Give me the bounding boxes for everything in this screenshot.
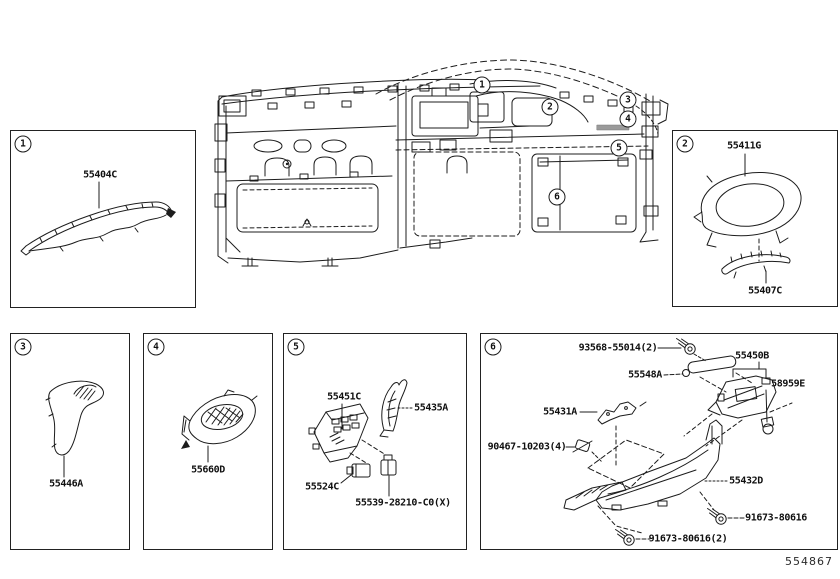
detail-box-6: [480, 333, 838, 550]
part-label-55435A[interactable]: 55435A: [414, 402, 448, 414]
part-label-55432D[interactable]: 55432D: [729, 475, 763, 487]
part-label-55411G[interactable]: 55411G: [727, 140, 761, 152]
main-callout-5[interactable]: 5: [610, 139, 628, 157]
part-sketch-55660D: [181, 389, 258, 463]
part-label-90467-10203[interactable]: 90467-10203(4): [487, 441, 567, 453]
instrument-panel-drawing: [214, 59, 669, 267]
part-label-55404C[interactable]: 55404C: [83, 169, 117, 181]
part-label-91673-80616-2[interactable]: 91673-80616(2): [648, 533, 728, 545]
main-callout-3[interactable]: 3: [619, 91, 637, 109]
detail-box-3: [10, 333, 130, 550]
part-label-55548A[interactable]: 55548A: [628, 369, 662, 381]
part-label-55524C[interactable]: 55524C: [305, 481, 339, 493]
detail-box-4: [143, 333, 273, 550]
detail-box-1: [10, 130, 196, 308]
box-number-1: 1: [14, 135, 32, 153]
main-callout-6[interactable]: 6: [548, 188, 566, 206]
box-number-2: 2: [676, 135, 694, 153]
main-callout-4[interactable]: 4: [619, 110, 637, 128]
part-sketch-55411G-55407C: [693, 153, 802, 284]
part-label-55446A[interactable]: 55446A: [49, 478, 83, 490]
part-sketch-glovebox-group: [563, 338, 793, 546]
part-label-55407C[interactable]: 55407C: [748, 285, 782, 297]
detail-box-5: [283, 333, 467, 550]
part-sketch-55404C: [20, 181, 176, 256]
part-label-58959E[interactable]: 58959E: [771, 378, 805, 390]
part-label-55660D[interactable]: 55660D: [191, 464, 225, 476]
part-label-55451C[interactable]: 55451C: [327, 391, 361, 403]
main-callout-2[interactable]: 2: [541, 98, 559, 116]
box-number-3: 3: [14, 338, 32, 356]
part-label-55450B[interactable]: 55450B: [735, 350, 769, 362]
part-sketch-55446A: [45, 380, 104, 478]
part-label-93568-55014[interactable]: 93568-55014(2): [578, 342, 658, 354]
main-callout-1[interactable]: 1: [473, 76, 491, 94]
box-number-4: 4: [147, 338, 165, 356]
part-label-91673-80616[interactable]: 91673-80616: [745, 512, 807, 524]
figure-code: 554867: [785, 555, 833, 568]
part-label-55539-28210-C0X[interactable]: 55539-28210-C0(X): [355, 497, 451, 509]
box-number-6: 6: [484, 338, 502, 356]
part-label-55431A[interactable]: 55431A: [543, 406, 577, 418]
detail-box-2: [672, 130, 838, 307]
box-number-5: 5: [287, 338, 305, 356]
part-sketch-55451C-group: [308, 379, 413, 497]
